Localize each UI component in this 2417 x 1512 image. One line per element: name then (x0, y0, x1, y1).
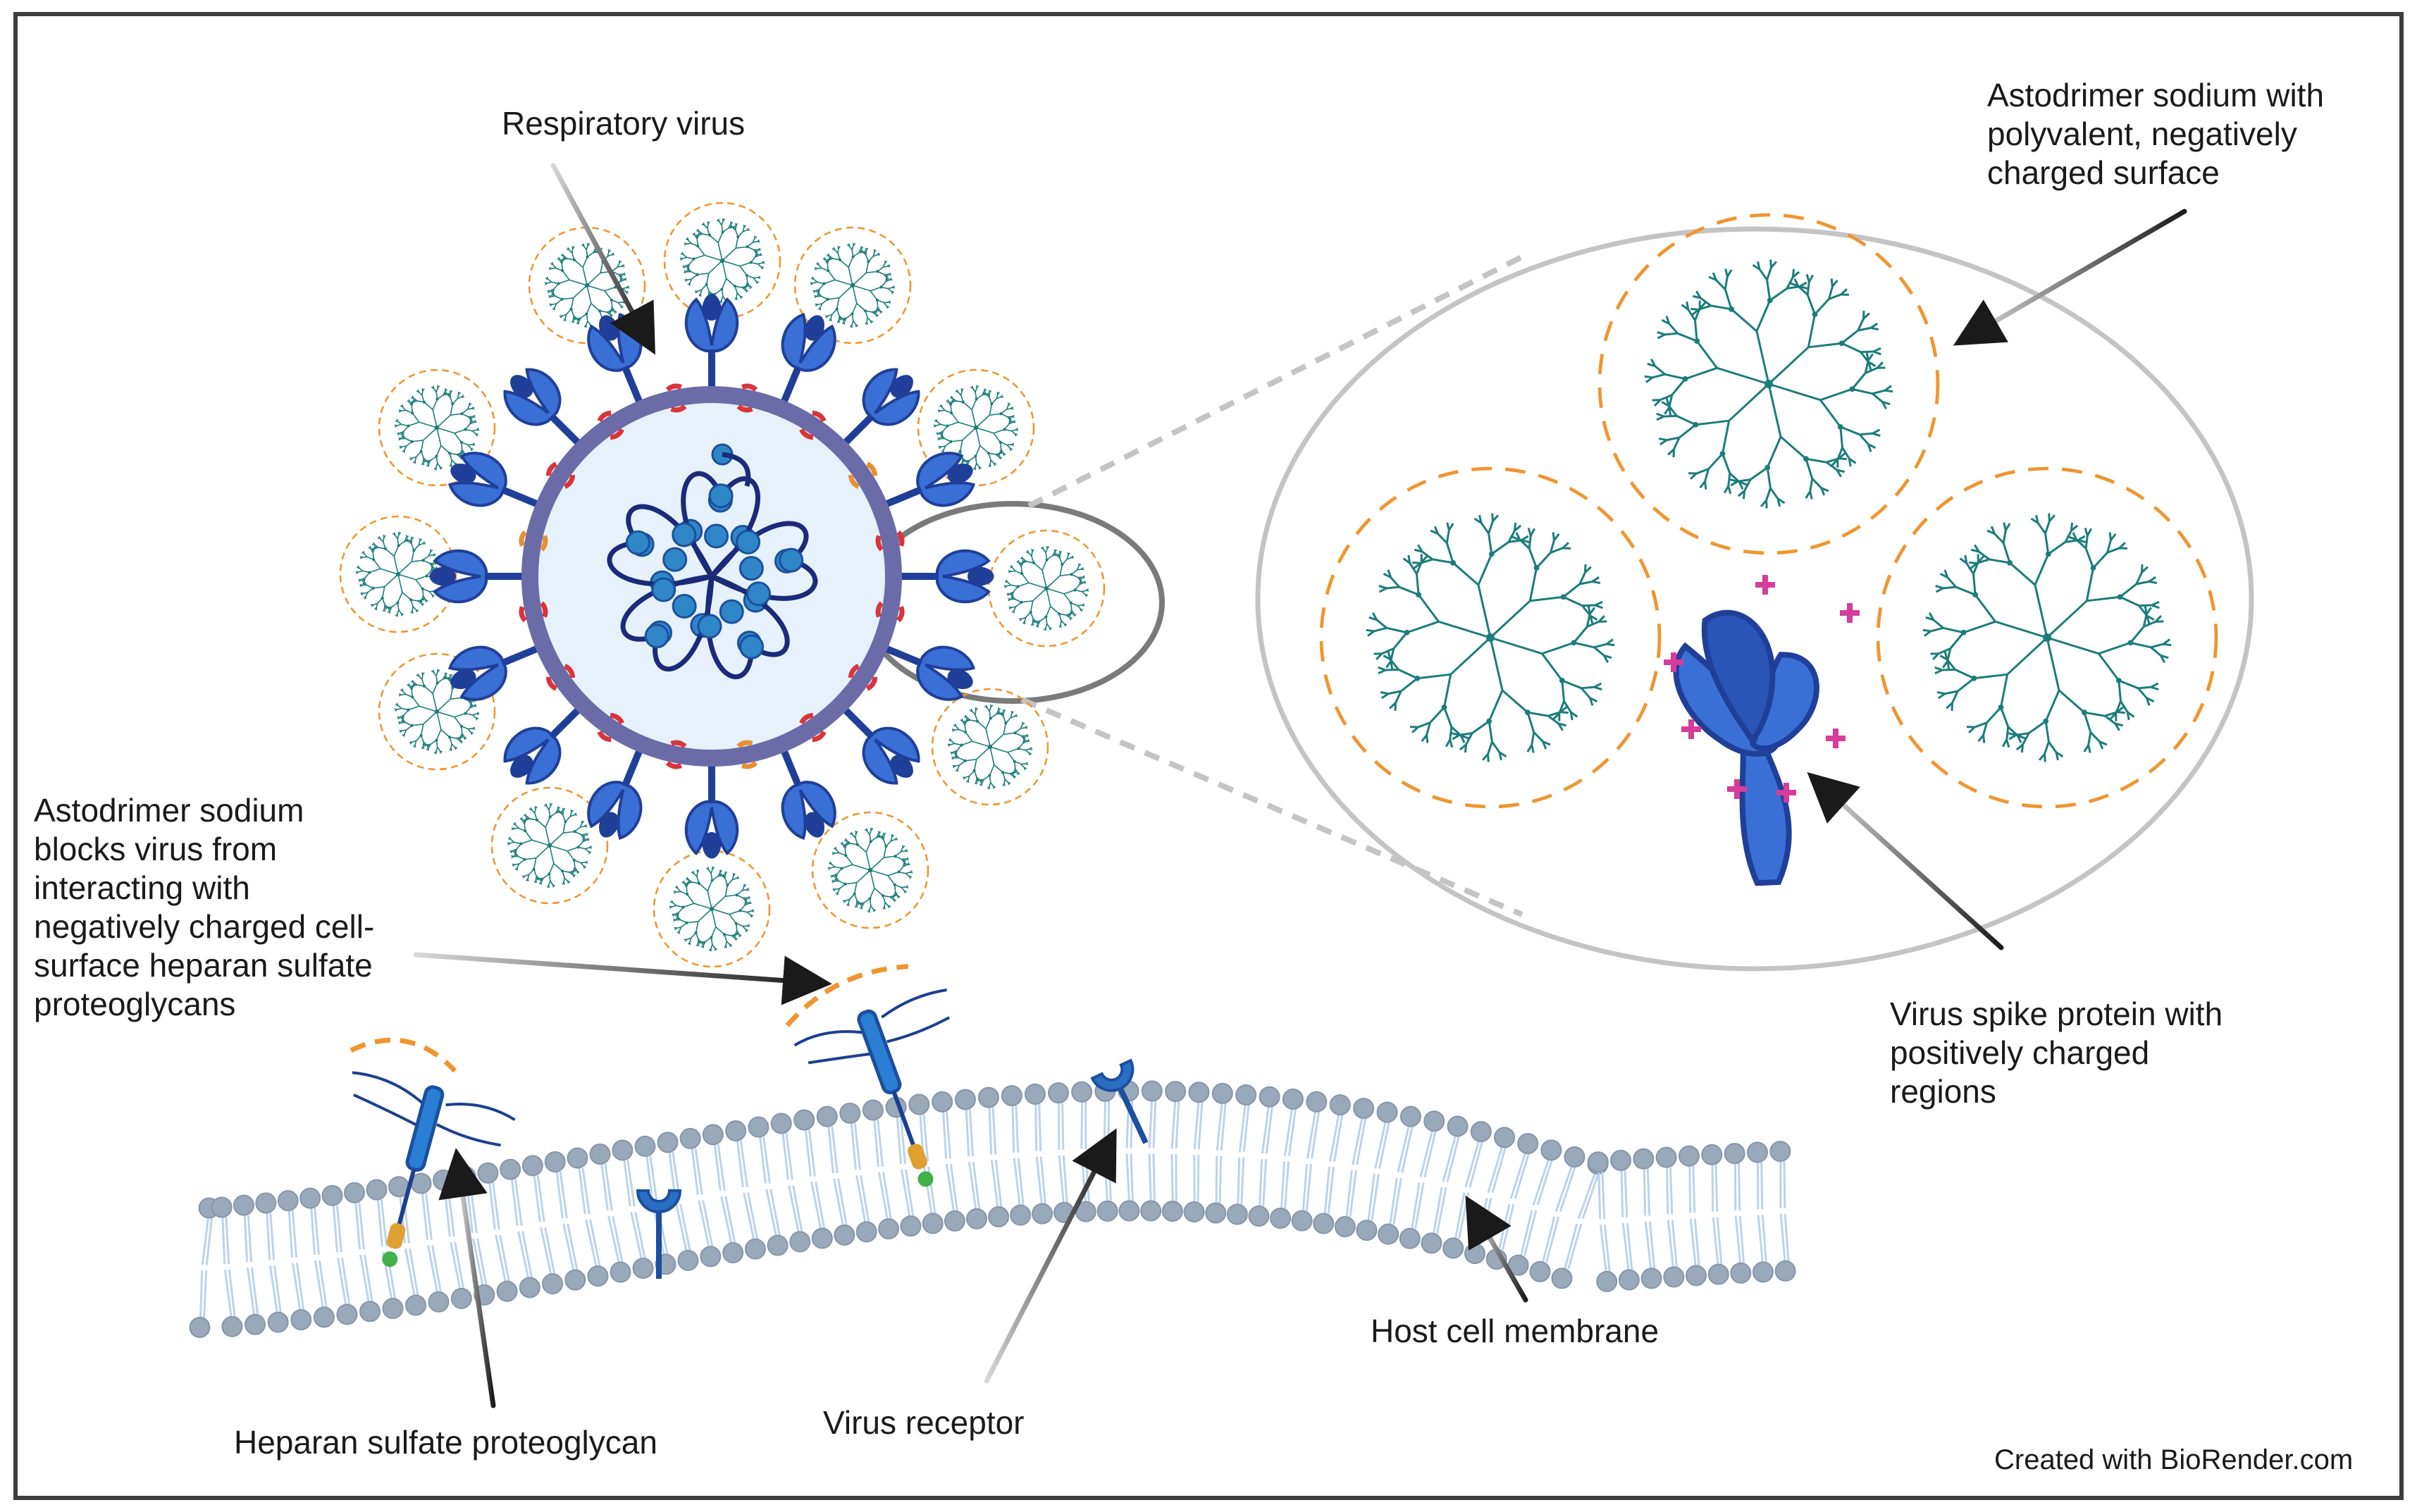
arrow-respiratory-virus (550, 163, 655, 355)
dendrimer-icon (1319, 466, 1662, 809)
arrow-host-membrane (1465, 1195, 1528, 1303)
spike-icon (684, 758, 739, 859)
label-host-membrane: Host cell membrane (1371, 1313, 1659, 1349)
respiratory-virus (429, 294, 994, 859)
heparan-sulfate-proteoglycan-icon (785, 964, 951, 1187)
zoom-connector-bottom (1020, 697, 1523, 917)
zoom-inset-ellipse (1255, 226, 2254, 972)
label-spike-protein: Virus spike protein with positively char… (1890, 996, 2223, 1110)
arrow-spike-protein (1807, 772, 2004, 950)
label-astodrimer-surface: Astodrimer sodium with polyvalent, negat… (1987, 77, 2325, 191)
plus-charge-icon (1727, 779, 1747, 799)
dendrimer-icon (793, 226, 912, 345)
arrow-astodrimer-surface (1953, 209, 2187, 346)
host-cell-membrane (189, 1080, 1796, 1338)
plus-charge-icon (1840, 603, 1860, 623)
viral-rna (607, 443, 818, 679)
spike-icon (878, 452, 976, 510)
dendrimer-icon (811, 811, 929, 929)
dendrimer-icon (663, 202, 781, 320)
arrow-virus-receptor (984, 1128, 1117, 1384)
figure-frame (13, 12, 2404, 1500)
virus-receptor-icon (1090, 1058, 1149, 1144)
dendrimer-icon (931, 688, 1049, 806)
virus-dendrimer-ring (339, 202, 1106, 968)
spike-icon (684, 294, 739, 395)
plus-charge-icon (1755, 575, 1775, 595)
dendrimer-icon (378, 368, 496, 487)
spike-protein-icon (1673, 609, 1819, 886)
dendrimer-icon (1597, 213, 1940, 555)
dendrimer-icon (490, 786, 609, 905)
plus-charge-icon (1776, 783, 1796, 803)
arrow-astodrimer-blocks (413, 952, 832, 1005)
label-respiratory-virus: Respiratory virus (502, 105, 746, 142)
plus-charge-icon (1664, 652, 1683, 672)
dendrimer-icon (917, 368, 1035, 487)
credit-biorender: Created with BioRender.com (1994, 1444, 2354, 1475)
spike-icon (837, 702, 920, 785)
heparan-sulfate-proteoglycan-icon (350, 1037, 516, 1268)
label-astodrimer-blocks: Astodrimer sodium blocks virus from inte… (34, 792, 375, 1022)
spike-icon (894, 549, 994, 604)
dendrimer-icon (653, 850, 771, 968)
dendrimer-icon (378, 652, 496, 771)
annotation-arrows (413, 163, 2187, 1408)
envelope-proteins (519, 383, 905, 769)
arrow-heparan (438, 1148, 496, 1408)
dendrimer-icon (339, 515, 457, 633)
virus-receptor-icon (636, 1189, 682, 1279)
zoom-connector-top (1027, 252, 1527, 509)
plus-charge-icon (1826, 729, 1846, 748)
label-heparan: Heparan sulfate proteoglycan (234, 1424, 657, 1461)
dendrimer-icon (987, 529, 1106, 647)
label-virus-receptor: Virus receptor (823, 1404, 1025, 1441)
inset-dendrimers (1319, 213, 2218, 809)
plus-charge-icon (1681, 719, 1701, 739)
positive-charges (1664, 575, 1860, 803)
dendrimer-icon (1876, 466, 2218, 809)
zoom-source-ellipse (860, 501, 1165, 704)
spike-icon (429, 549, 530, 604)
